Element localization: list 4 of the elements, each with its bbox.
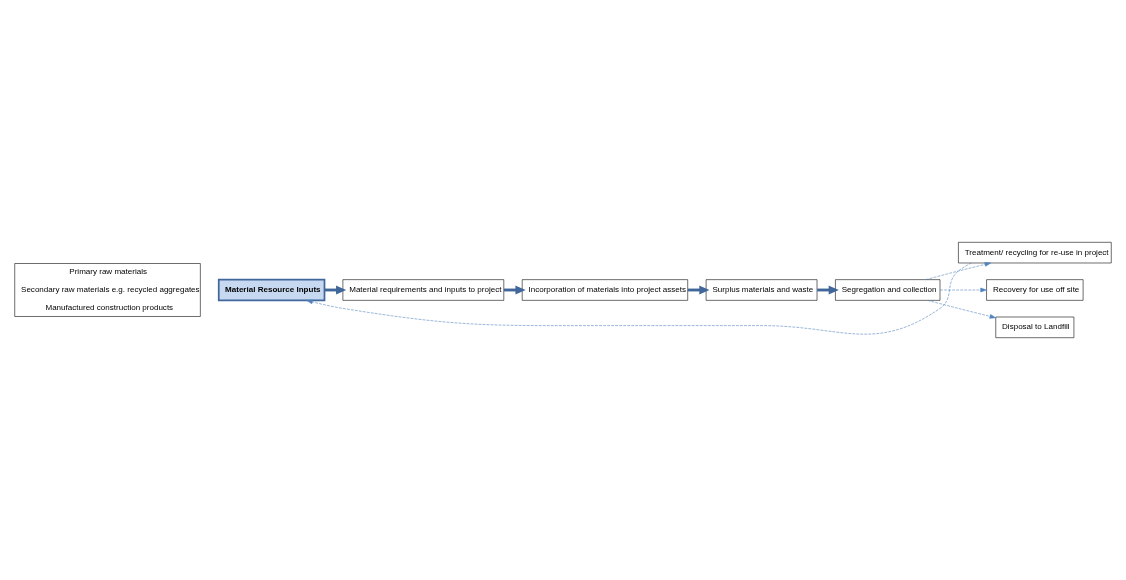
arrow — [925, 262, 991, 280]
arrow — [927, 300, 996, 319]
arrow — [939, 287, 987, 293]
arrow — [306, 262, 972, 335]
